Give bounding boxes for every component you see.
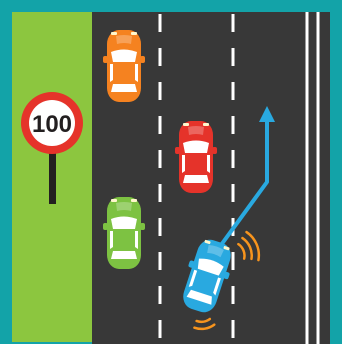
orange-car <box>103 30 145 102</box>
speed-limit-text: 100 <box>32 111 72 138</box>
sign-post <box>49 148 56 204</box>
red-car <box>175 121 217 193</box>
green-car <box>103 197 145 269</box>
